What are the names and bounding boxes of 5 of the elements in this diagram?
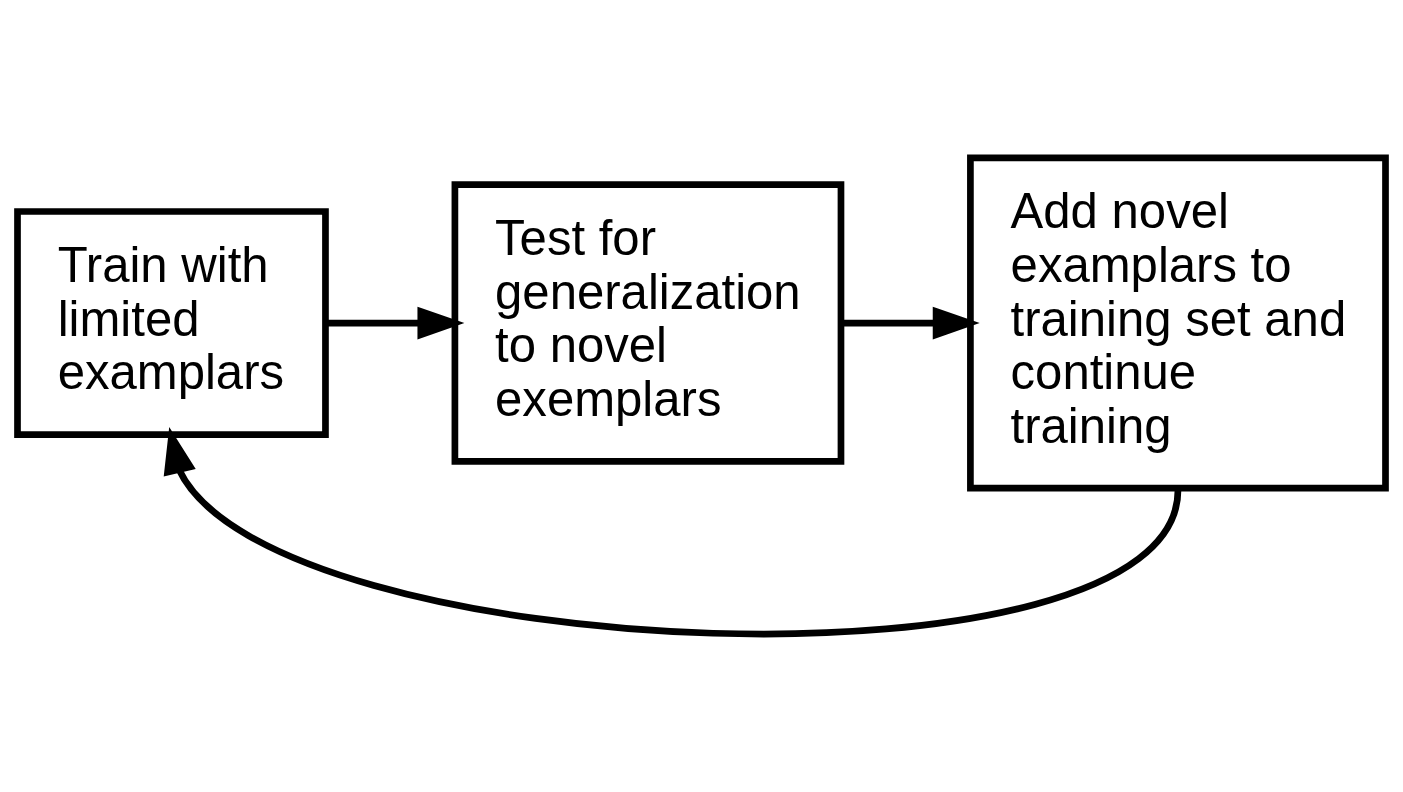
arrow bbox=[325, 306, 465, 339]
node-box: Train with limited examplars bbox=[14, 207, 329, 438]
node-box: Test for generalization to novel exemplars bbox=[451, 180, 845, 465]
arrow bbox=[841, 306, 980, 339]
node-box: Add novel examplars to training set and continue training bbox=[967, 154, 1389, 492]
